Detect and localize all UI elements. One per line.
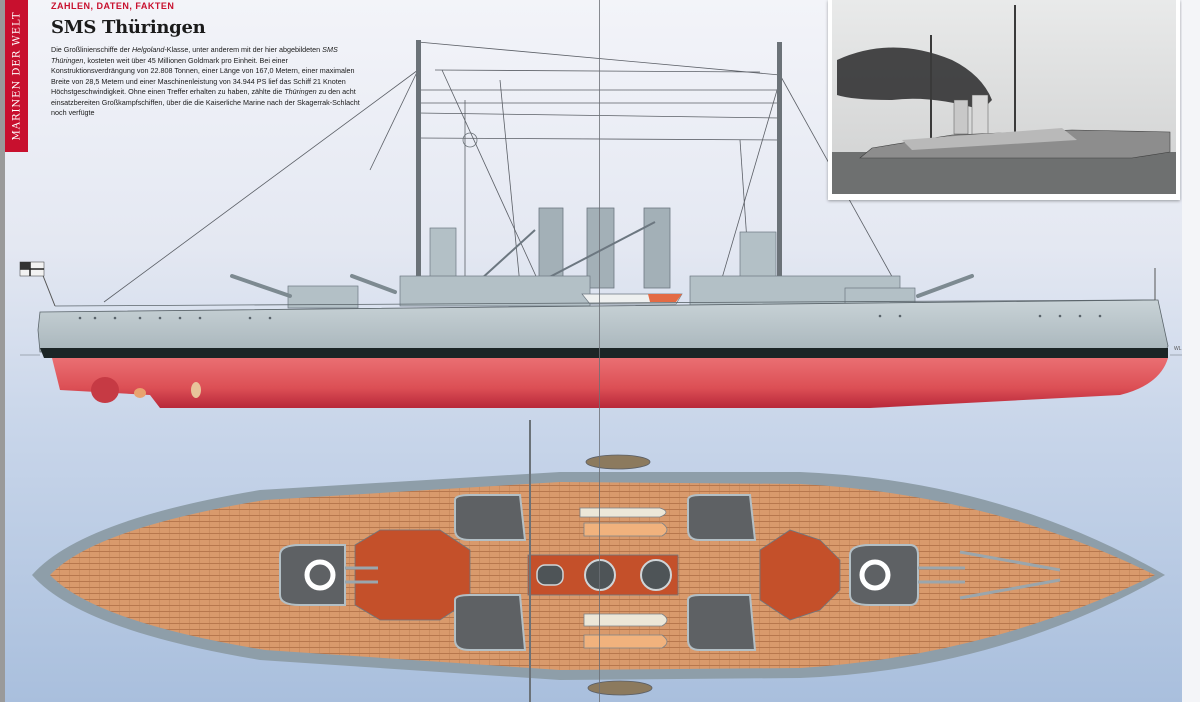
boat-cranes: [479, 221, 656, 283]
photo-mainmast: [1014, 5, 1016, 135]
section-tab: MARINEN DER WELT: [5, 0, 28, 152]
funnel-top: [536, 564, 564, 586]
boot-topping: [40, 348, 1168, 358]
photo-image: [832, 0, 1176, 194]
propeller: [134, 388, 146, 398]
body-text-part: Die Großlinienschiffe der: [51, 45, 132, 54]
turret-wing: [454, 494, 527, 541]
superstructure: [287, 227, 916, 309]
photo-foremast: [930, 35, 932, 145]
waterline-label: WL: [1174, 346, 1182, 352]
hull-lower: [52, 358, 1168, 408]
ensign-canton: [20, 262, 30, 269]
turret-fore: [849, 544, 919, 606]
body-text-part: -Klasse, unter anderem mit der hier abge…: [164, 45, 323, 54]
turret-wing: [687, 594, 757, 651]
photo-funnel: [953, 99, 969, 135]
funnels: [538, 207, 671, 289]
turret-barrels: [345, 550, 1061, 600]
photo-sea: [832, 152, 1176, 194]
smoke-plume: [837, 47, 992, 110]
side-view: [19, 40, 1190, 408]
boom-boat: [587, 680, 653, 696]
body-text-emphasis: Thüringen: [284, 87, 317, 96]
body-text-emphasis: SMS Thüringen: [51, 45, 338, 65]
funnel-top: [584, 559, 616, 591]
body-text-emphasis: Helgoland: [131, 45, 165, 54]
historic-photo: [828, 0, 1180, 200]
boom-boat: [585, 454, 651, 470]
main-mast: [777, 42, 782, 287]
main-guns: [230, 274, 974, 298]
photo-ship-deck: [902, 128, 1077, 150]
page-title: SMS Thüringen: [51, 17, 206, 38]
deck-rail: [54, 299, 1156, 307]
hull-upper: [37, 299, 1169, 353]
funnel-top: [640, 559, 672, 591]
photo-ship-hull: [859, 129, 1171, 159]
page-edge: [0, 0, 5, 702]
fore-mast: [416, 40, 421, 290]
turret-aft: [279, 544, 346, 606]
top-view: [32, 420, 1165, 702]
lifeboat-stripe: [648, 294, 682, 302]
fore-superstructure: [759, 529, 841, 621]
photo-funnel: [971, 94, 989, 136]
body-text-part: zu den acht einsatzbereiten Großkampfsch…: [51, 87, 360, 117]
body-text: Die Großlinienschiffe der Helgoland-Klas…: [51, 45, 371, 119]
rangefinder-ring: [859, 559, 891, 591]
turret-wing: [454, 594, 527, 651]
turret-wing: [687, 494, 757, 541]
kicker: ZAHLEN, DATEN, FAKTEN: [51, 1, 175, 11]
page-margin: [1182, 0, 1200, 702]
deck-boats: [579, 507, 668, 649]
rangefinder-ring: [304, 559, 336, 591]
rudder: [91, 377, 119, 403]
propeller: [191, 382, 201, 398]
turrets: [279, 494, 919, 651]
body-text-part: , kosteten weit über 45 Millionen Goldma…: [51, 55, 355, 97]
page-gutter: [599, 0, 600, 702]
portholes: [78, 314, 1102, 320]
aft-superstructure: [354, 529, 471, 621]
